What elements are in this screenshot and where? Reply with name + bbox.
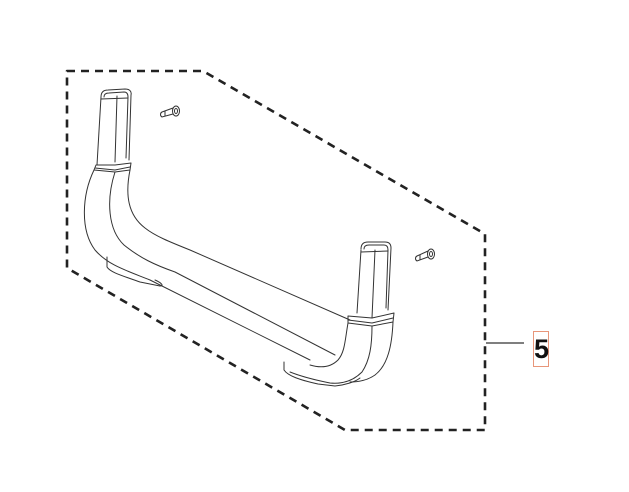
screw-right (415, 248, 435, 262)
callout-number-5[interactable]: 5 (533, 331, 549, 367)
u-shaped-handle (83, 88, 395, 387)
screw-left (160, 105, 180, 118)
